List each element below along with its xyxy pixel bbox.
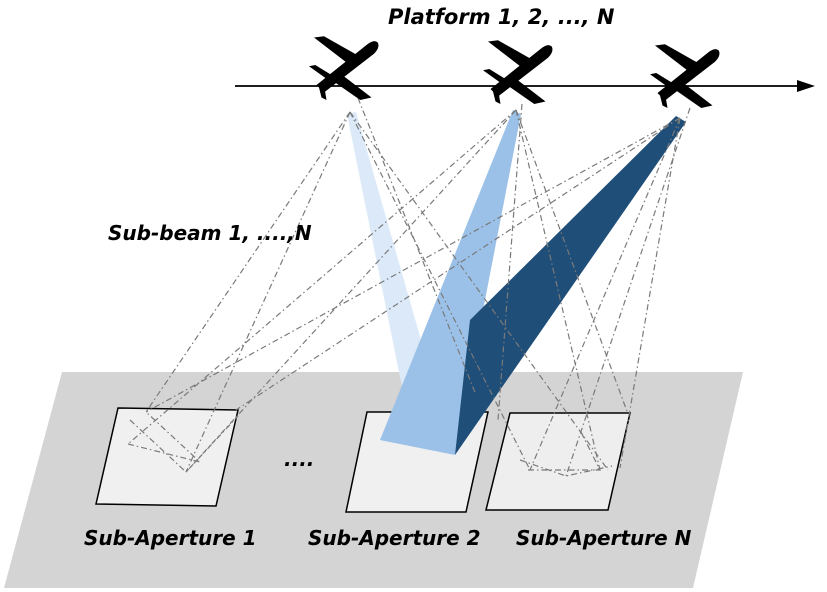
sub-beam-2 [380,110,521,455]
subaperture-1-box [95,407,239,507]
platforms-label: Platform 1, 2, ..., N [388,5,615,29]
sub-beam-1 [347,112,421,392]
flight-track-arrowhead [797,80,815,92]
ellipsis-label: .... [284,447,314,471]
subaperture-2-label: Sub-Aperture 2 [308,526,481,550]
airplane-icon [309,36,379,100]
subaperture-n-label: Sub-Aperture N [516,526,692,550]
airplane-icon [650,44,720,108]
subaperture-n-box [485,412,631,511]
sub-beam-n [455,116,686,455]
airplane-icon [483,40,553,104]
subbeams-label: Sub-beam 1, ....,N [108,221,312,245]
subaperture-1-label: Sub-Aperture 1 [84,526,257,550]
dashed-ray-lines [127,97,691,477]
